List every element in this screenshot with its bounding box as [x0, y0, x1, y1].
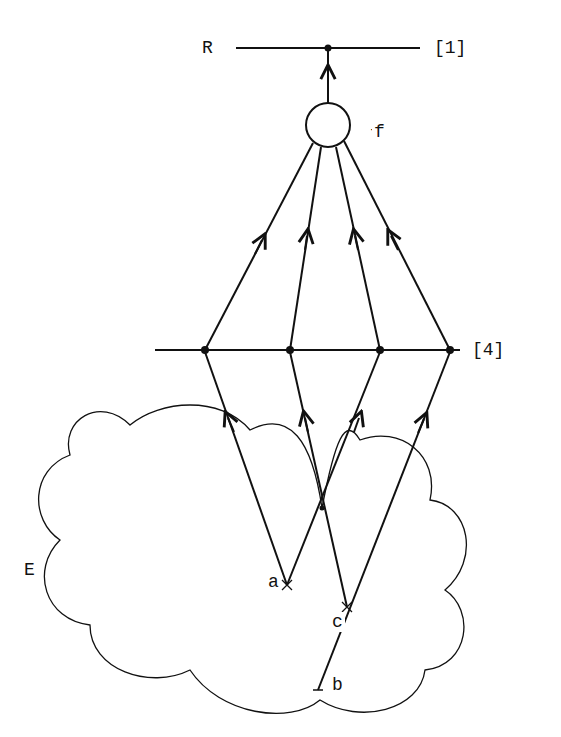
- diagram-label: c: [330, 612, 345, 632]
- diagram-label: [1]: [432, 38, 468, 58]
- function-circle: f: [304, 101, 352, 149]
- diagram-label: b: [330, 675, 345, 695]
- diagram-label: a: [266, 572, 281, 592]
- diagram-label: R: [200, 38, 215, 58]
- diagram-label: f: [372, 122, 387, 142]
- diagram-label: E: [22, 560, 37, 580]
- circle-outline: [304, 101, 352, 149]
- diagram-label: [4]: [470, 340, 506, 360]
